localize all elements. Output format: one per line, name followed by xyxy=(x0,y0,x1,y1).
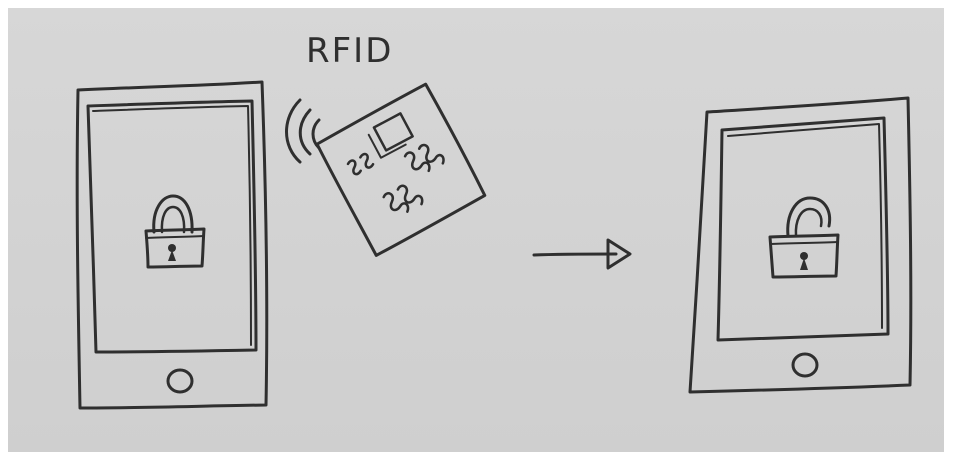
padlock-open-keyhole-slot xyxy=(800,258,808,270)
signal-wave-outer xyxy=(285,98,302,164)
padlock-closed-keyhole xyxy=(168,244,176,252)
left-phone-home-button xyxy=(166,368,194,394)
rfid-card-squiggle-5 xyxy=(382,192,410,213)
left-phone xyxy=(75,80,269,410)
wireless-signal-icon xyxy=(285,98,321,164)
padlock-closed-band xyxy=(145,235,205,239)
padlock-closed-shackle xyxy=(152,194,194,234)
padlock-closed-body xyxy=(144,227,206,269)
right-phone-screen xyxy=(716,116,890,342)
right-arrow-icon xyxy=(532,238,632,270)
rfid-card-squiggle-4 xyxy=(417,143,445,165)
rfid-card-chip-shadow xyxy=(367,133,407,159)
padlock-open-shackle xyxy=(786,196,832,238)
padlock-open-body xyxy=(768,233,840,279)
rfid-card-squiggle-2 xyxy=(359,152,375,169)
rfid-card-squiggle-1 xyxy=(346,159,362,176)
rfid-card-squiggle-6 xyxy=(396,184,424,206)
rfid-card-icon xyxy=(315,82,487,257)
right-phone xyxy=(688,96,913,394)
right-phone-home-button xyxy=(791,352,819,378)
padlock-closed-keyhole-slot xyxy=(168,250,176,261)
left-phone-screen-inner-line xyxy=(92,105,252,346)
padlock-closed-shackle-inner xyxy=(160,205,186,234)
left-phone-body xyxy=(75,80,269,410)
padlock-open-keyhole xyxy=(800,252,808,260)
right-phone-screen-inner-line xyxy=(727,123,883,329)
rfid-label: RFID xyxy=(306,31,393,71)
padlock-open-shackle-inner xyxy=(794,207,823,238)
arrow-head xyxy=(606,238,632,270)
padlock-open-icon xyxy=(768,196,840,279)
padlock-open-band xyxy=(770,241,839,245)
rfid-card-body xyxy=(315,82,487,257)
padlock-closed-icon xyxy=(144,194,206,269)
arrow-shaft xyxy=(532,252,618,257)
right-phone-body xyxy=(688,96,913,394)
signal-wave-middle xyxy=(298,108,312,156)
left-phone-screen xyxy=(86,99,258,354)
rfid-card-chip xyxy=(372,112,414,152)
rfid-card-squiggle-3 xyxy=(403,151,431,173)
